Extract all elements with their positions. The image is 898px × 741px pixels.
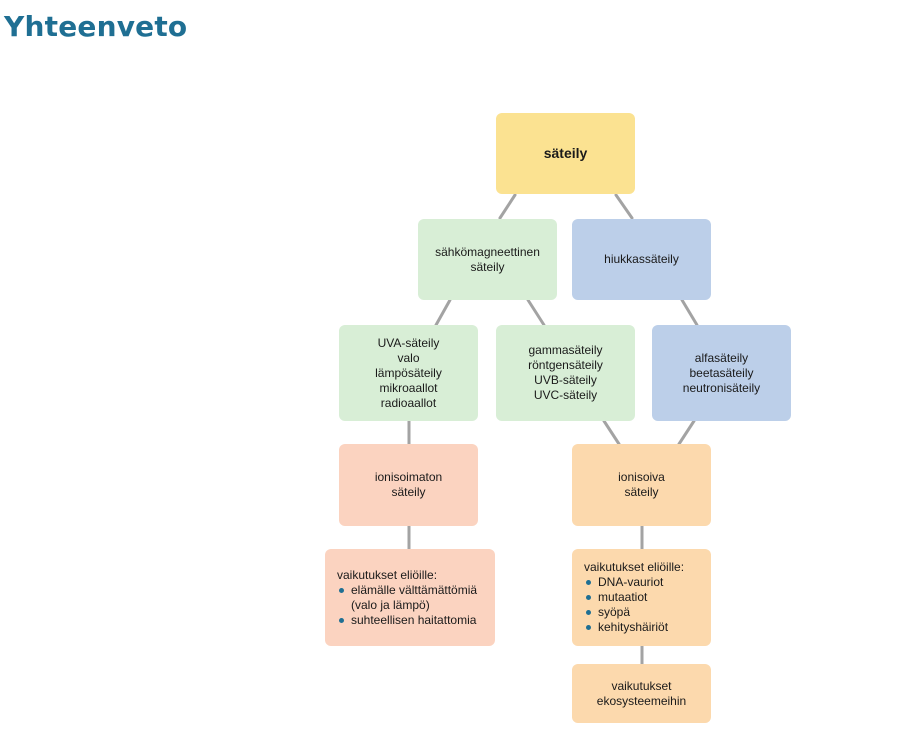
nonionizing-radiation-node: ionisoimaton säteily (339, 444, 478, 526)
list-item: kehityshäiriöt (584, 620, 684, 635)
page-title: Yhteenveto (4, 10, 188, 43)
connector-alpha-ionizing (677, 419, 696, 446)
nonionizing-em-types-label: UVA-säteily valo lämpösäteily mikroaallo… (375, 335, 442, 410)
ionizing-effects-list: DNA-vauriot mutaatiot syöpä kehityshäiri… (584, 575, 684, 635)
list-item: syöpä (584, 605, 684, 620)
list-item: elämälle välttämättömiä (valo ja lämpö) (337, 583, 477, 613)
ionizing-radiation-label: ionisoiva säteily (618, 470, 665, 499)
particle-radiation-node: hiukkassäteily (572, 219, 711, 300)
nonionizing-effects-node: vaikutukset eliöille: elämälle välttämät… (325, 549, 495, 646)
list-item: suhteellisen haitattomia (337, 613, 477, 628)
connector-gamma-ionizing (602, 419, 621, 446)
radiation-label: säteily (543, 145, 588, 161)
ionizing-effects-heading: vaikutukset eliöille: (584, 560, 685, 574)
ionizing-em-types-node: gammasäteily röntgensäteily UVB-säteily … (496, 325, 635, 421)
connector-root-particle (614, 193, 634, 220)
particle-radiation-label: hiukkassäteily (604, 252, 679, 266)
nonionizing-radiation-label: ionisoimaton säteily (374, 470, 443, 499)
list-item: DNA-vauriot (584, 575, 684, 590)
particle-types-label: alfasäteily beetasäteily neutronisäteily (682, 350, 761, 395)
connector-em-nonionizing (434, 298, 452, 327)
connector-em-ionizing (526, 298, 546, 327)
connector-particle-types (680, 298, 699, 327)
ionizing-radiation-node: ionisoiva säteily (572, 444, 711, 526)
electromagnetic-radiation-label: sähkömagneettinen säteily (435, 244, 540, 274)
ionizing-em-types-label: gammasäteily röntgensäteily UVB-säteily … (528, 343, 603, 402)
nonionizing-effects-list: elämälle välttämättömiä (valo ja lämpö) … (337, 583, 477, 628)
ecosystem-effects-label: vaikutukset ekosysteemeihin (596, 678, 687, 708)
radiation-node: säteily (496, 113, 635, 194)
ionizing-effects-node: vaikutukset eliöille: DNA-vauriot mutaat… (572, 549, 711, 646)
nonionizing-em-types-node: UVA-säteily valo lämpösäteily mikroaallo… (339, 325, 478, 421)
connector-root-em (498, 193, 517, 220)
list-item: mutaatiot (584, 590, 684, 605)
electromagnetic-radiation-node: sähkömagneettinen säteily (418, 219, 557, 300)
ecosystem-effects-node: vaikutukset ekosysteemeihin (572, 664, 711, 723)
nonionizing-effects-heading: vaikutukset eliöille: (337, 567, 438, 582)
particle-types-node: alfasäteily beetasäteily neutronisäteily (652, 325, 791, 421)
